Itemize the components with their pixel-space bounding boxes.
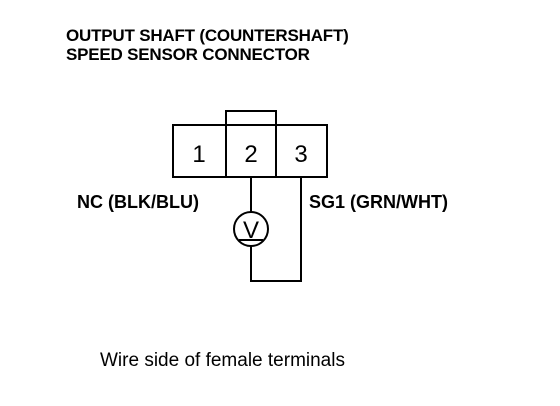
wire-label-right: SG1 (GRN/WHT) [309, 192, 448, 212]
diagram-title: OUTPUT SHAFT (COUNTERSHAFT) SPEED SENSOR… [66, 26, 349, 64]
voltmeter-symbol: V [243, 217, 259, 244]
title-line-1: OUTPUT SHAFT (COUNTERSHAFT) [66, 26, 349, 45]
terminal-1-label: 1 [192, 141, 205, 168]
title-line-2: SPEED SENSOR CONNECTOR [66, 45, 310, 64]
voltmeter-icon: V [233, 211, 269, 247]
terminal-3-label: 3 [294, 141, 307, 168]
test-lead-return [250, 177, 302, 282]
terminal-2-label: 2 [244, 141, 257, 168]
connector-body [172, 124, 328, 178]
diagram-caption: Wire side of female terminals [100, 350, 345, 371]
wire-label-left: NC (BLK/BLU) [77, 192, 199, 212]
connector-lock-tab [225, 110, 277, 127]
